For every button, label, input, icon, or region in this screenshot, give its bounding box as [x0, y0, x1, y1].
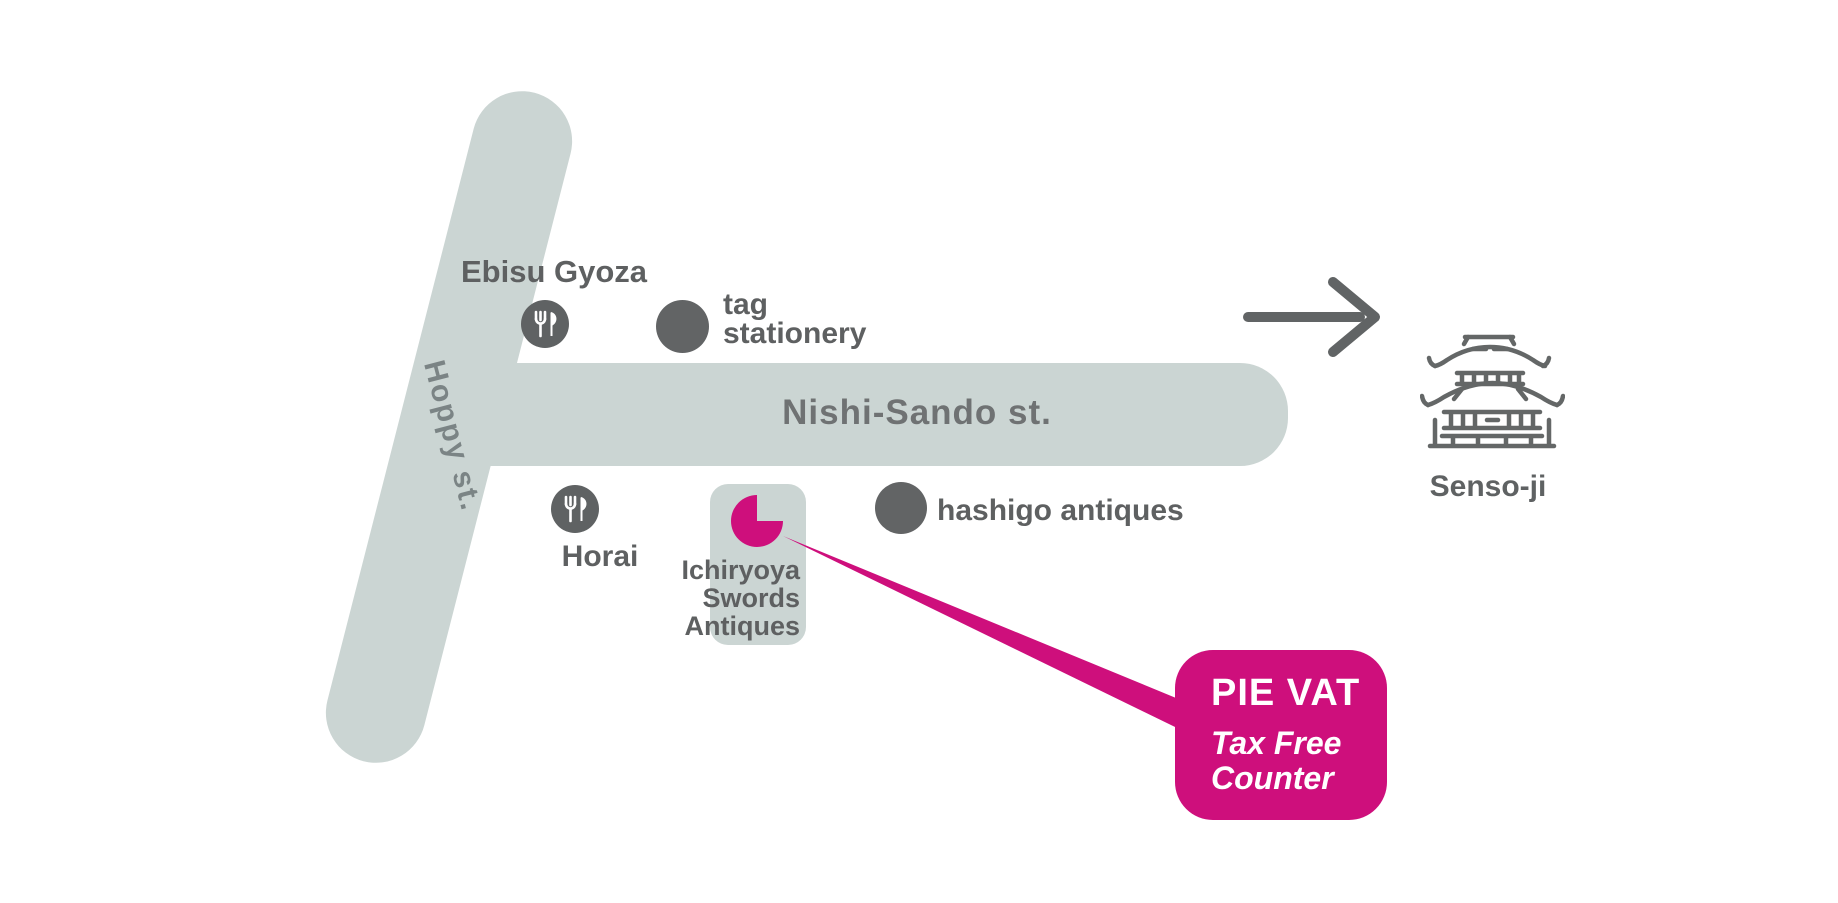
- ichiryoya-label-line1: Ichiryoya: [681, 555, 800, 585]
- ichiryoya-label-line2: Swords: [702, 583, 800, 613]
- callout-subtitle-line2: Counter: [1211, 760, 1334, 796]
- horai-label: Horai: [561, 540, 639, 573]
- hashigo-antiques-label: hashigo antiques: [937, 494, 1184, 527]
- tag-stationery-label: tag stationery: [723, 288, 867, 350]
- pie-vat-callout: PIE VAT Tax Free Counter: [1175, 650, 1387, 820]
- nishi-sando-street-road: [415, 363, 1288, 466]
- tag-stationery-marker: [656, 300, 709, 353]
- ebisu-gyoza-marker: [521, 300, 569, 348]
- ichiryoya-label: Ichiryoya Swords Antiques: [681, 556, 800, 640]
- pie-vat-callout-subtitle: Tax Free Counter: [1211, 726, 1387, 796]
- horai-marker: [551, 485, 599, 533]
- tag-stationery-label-line1: tag: [723, 288, 768, 321]
- ebisu-gyoza-label: Ebisu Gyoza: [460, 254, 648, 289]
- hashigo-antiques-marker: [875, 482, 927, 534]
- restaurant-icon: [534, 310, 557, 338]
- nishi-sando-street-label: Nishi-Sando st.: [782, 393, 1052, 432]
- restaurant-icon: [564, 495, 587, 523]
- ichiryoya-label-line3: Antiques: [684, 611, 800, 641]
- tag-stationery-label-line2: stationery: [723, 317, 867, 350]
- sensoji-label: Senso-ji: [1429, 470, 1547, 503]
- arrow-right-icon: [1243, 277, 1380, 357]
- callout-subtitle-line1: Tax Free: [1211, 725, 1342, 761]
- pie-vat-callout-title: PIE VAT: [1211, 672, 1361, 714]
- temple-icon: [1420, 334, 1565, 449]
- pie-marker-icon: [731, 495, 783, 547]
